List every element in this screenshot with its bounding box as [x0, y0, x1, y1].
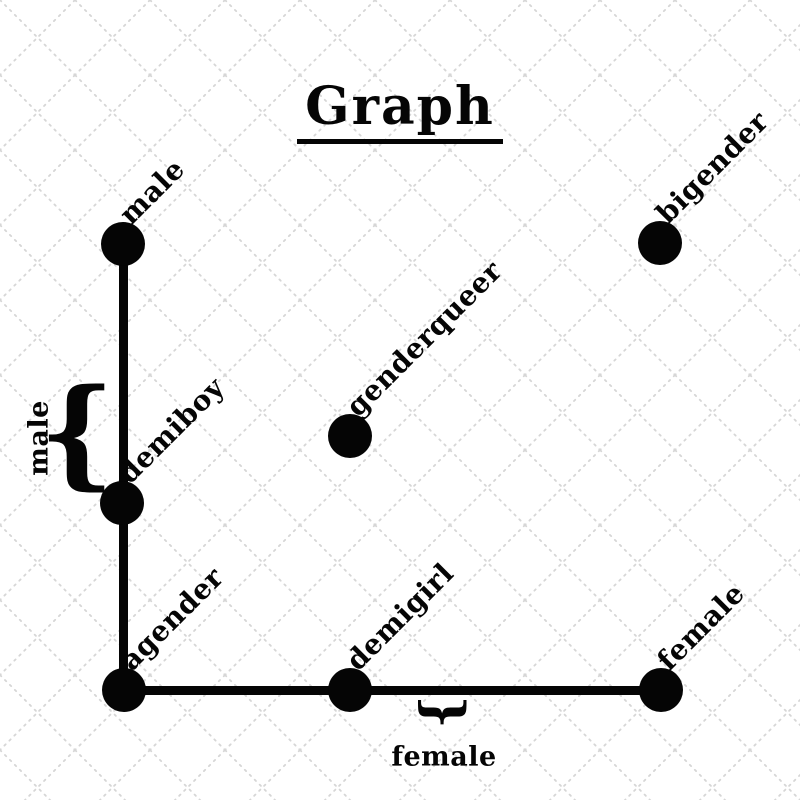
left-brace-label: male — [23, 400, 55, 476]
node-dot — [328, 668, 372, 712]
node-dot — [639, 668, 683, 712]
diagram-title: Graph — [297, 76, 503, 144]
bottom-brace-label: female — [391, 741, 497, 773]
node-dot — [101, 222, 145, 266]
node-dot — [100, 481, 144, 525]
bottom-brace-icon: { — [410, 695, 471, 729]
node-dot — [328, 414, 372, 458]
node-dot — [638, 221, 682, 265]
title-container: Graph — [0, 76, 800, 144]
edge-agender-female — [124, 686, 661, 695]
edge-male-agender — [119, 244, 128, 690]
left-brace-icon: { — [39, 362, 115, 502]
node-dot — [102, 668, 146, 712]
